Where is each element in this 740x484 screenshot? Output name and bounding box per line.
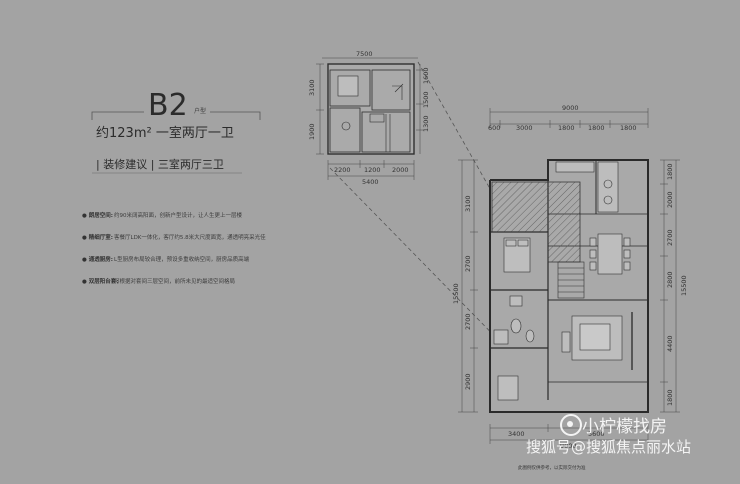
feature-label: ● 精细厅室: [82,235,113,241]
main-dim-right-c: 2700 [666,229,674,246]
key-plan-dim-bottom-c: 2000 [392,166,409,174]
bathroom-fixtures [493,295,535,345]
main-dim-left-b: 2700 [464,255,472,272]
main-dim-bottom-b: 5600 [588,430,605,438]
main-dim-right-e: 4400 [666,335,674,352]
key-plan-dim-bottom-b: 1200 [364,166,381,174]
main-dim-right-total: 15500 [680,275,688,296]
key-plan [327,63,415,155]
main-dim-left-total: 15500 [452,283,460,304]
main-dim-top-e: 1800 [620,124,637,132]
feature-text: 约90米阔高阳面，创新户型设计，让人生更上一层楼 [114,213,243,219]
main-dim-right-b: 2000 [666,191,674,208]
key-plan-dim-right-a: 1600 [422,67,430,84]
key-plan-dim-right-c: 1300 [422,115,430,132]
key-plan-dim-left-b: 1900 [308,123,316,140]
bedroom-furniture [497,237,531,401]
watermark-source: 搜狐号@搜狐焦点丽水站 [526,438,692,456]
disclaimer-note: 此图例仅供参考，以实际交付为准 [518,466,586,471]
main-plan-dimension-lines [458,108,680,444]
unit-code: B2 [148,88,188,123]
feature-label: ● 朗居空间: [82,213,113,219]
living-room-furniture [561,312,633,370]
main-dim-top-b: 3000 [516,124,533,132]
feature-label: ● 通透厨房: [82,257,113,263]
main-dim-bottom-total: 9000 [560,442,577,450]
kitchen-counter [555,161,619,213]
main-dim-bottom-a: 3400 [508,430,525,438]
feature-item: ● 通透厨房: L型厨房布局较合理，预设多重收纳空间，厨房品质高端 [74,254,314,276]
watermark: 小柠檬找房 搜狐号@搜狐焦点丽水站 [526,412,726,472]
key-plan-dim-top: 7500 [356,50,373,58]
key-plan-dim-right-b: 1500 [422,91,430,108]
unit-code-suffix: 户型 [194,108,207,115]
wechat-icon [560,414,582,436]
main-dim-left-a: 3100 [464,195,472,212]
feature-text: L型厨房布局较合理，预设多重收纳空间，厨房品质高端 [114,257,250,263]
feature-list: ● 朗居空间: 约90米阔高阳面，创新户型设计，让人生更上一层楼 ● 精细厅室:… [74,210,314,298]
section-divider [92,172,242,174]
main-dim-right-a: 1800 [666,163,674,180]
key-plan-dimension-lines [316,57,424,180]
title-block: B2 户型 约123m² 一室两厅一卫 [90,88,270,148]
watermark-account-name: 小柠檬找房 [582,417,667,437]
feature-item: ● 朗居空间: 约90米阔高阳面，创新户型设计，让人生更上一层楼 [74,210,314,232]
key-plan-dim-bottom-total: 5400 [362,178,379,186]
key-plan-dim-left-a: 3100 [308,79,316,96]
main-dim-right-d: 2800 [666,271,674,288]
double-height-void-hatch [491,181,581,263]
main-dim-left-c: 2700 [464,313,472,330]
main-dim-top-a: 600 [488,124,500,132]
feature-text: 可根据对套间三层空间，前所未见的最适空间格局 [114,279,236,285]
main-dim-right-f: 1800 [666,389,674,406]
section-heading: | 装修建议 | 三室两厅三卫 [96,158,224,171]
main-dim-top-total: 9000 [562,104,579,112]
feature-label: ● 双层阳台套: [82,279,119,285]
main-dim-top-c: 1800 [558,124,575,132]
main-dim-left-d: 2900 [464,373,472,390]
key-plan-dim-bottom-a: 2200 [334,166,351,174]
dining-table [589,233,631,275]
feature-item: ● 双层阳台套: 可根据对套间三层空间，前所未见的最适空间格局 [74,276,314,298]
area-and-layout: 约123m² 一室两厅一卫 [96,126,234,141]
feature-text: 客餐厅LDK一体化，客厅约5.8米大尺度面宽，通透明亮采光佳 [114,235,266,241]
title-bracket-lines [91,111,261,120]
feature-item: ● 精细厅室: 客餐厅LDK一体化，客厅约5.8米大尺度面宽，通透明亮采光佳 [74,232,314,254]
staircase [557,261,585,299]
main-dim-top-d: 1800 [588,124,605,132]
